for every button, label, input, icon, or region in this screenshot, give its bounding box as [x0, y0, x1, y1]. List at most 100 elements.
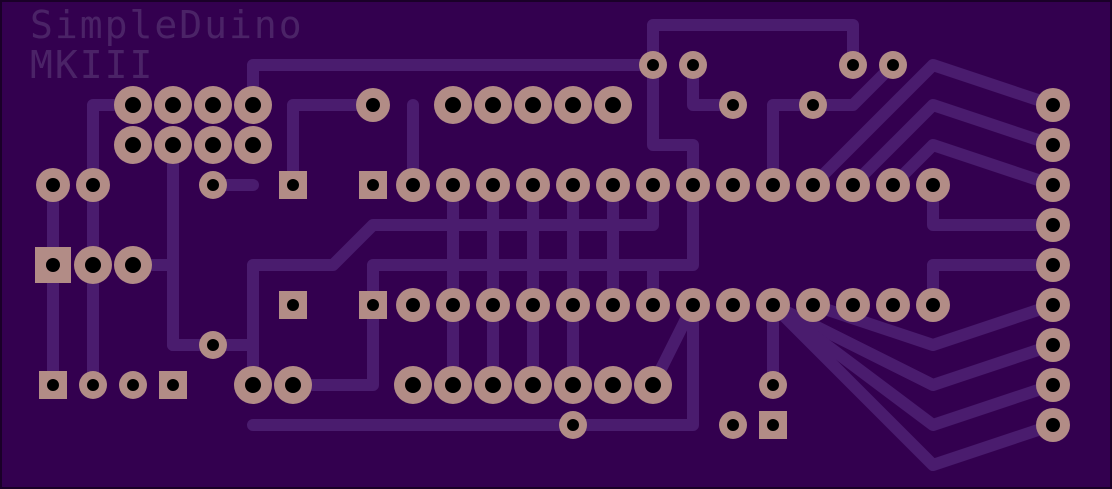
copper-traces — [47, 19, 1059, 471]
round-pad — [476, 168, 510, 202]
round-pad — [676, 168, 710, 202]
square-pad — [279, 291, 307, 319]
drill-hole — [46, 258, 60, 272]
round-pad — [756, 168, 790, 202]
round-pad — [36, 168, 70, 202]
round-pad — [514, 86, 552, 124]
drill-hole — [646, 298, 660, 312]
drill-hole — [727, 419, 739, 431]
drill-hole — [846, 178, 860, 192]
round-pad — [396, 288, 430, 322]
round-pad — [434, 86, 472, 124]
round-pad — [594, 366, 632, 404]
drill-hole — [686, 178, 700, 192]
round-pad — [434, 366, 472, 404]
copper-trace — [767, 299, 1059, 471]
round-pad — [719, 91, 747, 119]
drill-hole — [1046, 98, 1060, 112]
round-pad — [1036, 288, 1070, 322]
drill-hole — [207, 179, 219, 191]
round-pad — [119, 371, 147, 399]
round-pad — [594, 86, 632, 124]
round-pad — [234, 126, 272, 164]
drill-hole — [565, 377, 581, 393]
drill-hole — [726, 298, 740, 312]
drill-hole — [86, 178, 100, 192]
round-pad — [596, 168, 630, 202]
drill-hole — [567, 419, 579, 431]
round-pad — [634, 366, 672, 404]
round-pad — [234, 86, 272, 124]
round-pad — [836, 168, 870, 202]
round-pad — [474, 86, 512, 124]
drill-hole — [646, 178, 660, 192]
drill-hole — [1046, 418, 1060, 432]
round-pad — [114, 246, 152, 284]
drill-hole — [1046, 178, 1060, 192]
copper-trace — [647, 19, 859, 71]
silkscreen-title: SimpleDuino — [30, 3, 304, 47]
round-pad — [1036, 128, 1070, 162]
drill-hole — [806, 298, 820, 312]
round-pad — [199, 331, 227, 359]
drill-hole — [85, 257, 101, 273]
drill-hole — [165, 97, 181, 113]
drill-hole — [767, 419, 779, 431]
round-pad — [1036, 408, 1070, 442]
square-pad — [359, 291, 387, 319]
drill-hole — [125, 257, 141, 273]
square-pad — [39, 371, 67, 399]
round-pad — [836, 288, 870, 322]
drill-hole — [846, 298, 860, 312]
silkscreen-subtitle: MKIII — [30, 43, 154, 87]
drill-hole — [647, 59, 659, 71]
drill-hole — [605, 97, 621, 113]
drill-hole — [1046, 138, 1060, 152]
drill-hole — [366, 98, 380, 112]
round-pad — [636, 168, 670, 202]
round-pad — [756, 288, 790, 322]
round-pad — [876, 288, 910, 322]
round-pad — [436, 168, 470, 202]
round-pad — [916, 168, 950, 202]
round-pad — [516, 168, 550, 202]
round-pad — [274, 366, 312, 404]
round-pad — [676, 288, 710, 322]
drill-hole — [207, 339, 219, 351]
square-pad — [159, 371, 187, 399]
square-pad — [279, 171, 307, 199]
drill-hole — [367, 179, 379, 191]
drill-hole — [205, 137, 221, 153]
drill-hole — [766, 178, 780, 192]
drill-hole — [1046, 258, 1060, 272]
drill-hole — [167, 379, 179, 391]
round-pad — [716, 168, 750, 202]
drill-hole — [1046, 218, 1060, 232]
drill-hole — [806, 178, 820, 192]
round-pad — [516, 288, 550, 322]
round-pad — [79, 371, 107, 399]
round-pad — [1036, 248, 1070, 282]
drill-hole — [1046, 338, 1060, 352]
drill-hole — [367, 299, 379, 311]
drill-hole — [285, 377, 301, 393]
drill-hole — [566, 178, 580, 192]
copper-trace — [247, 179, 659, 391]
drill-hole — [727, 99, 739, 111]
round-pad — [559, 411, 587, 439]
drill-hole — [886, 298, 900, 312]
drill-hole — [446, 178, 460, 192]
round-pad — [876, 168, 910, 202]
round-pad — [76, 168, 110, 202]
round-pad — [199, 171, 227, 199]
round-pad — [639, 51, 667, 79]
round-pad — [1036, 168, 1070, 202]
drill-hole — [847, 59, 859, 71]
drill-hole — [485, 377, 501, 393]
drill-hole — [566, 298, 580, 312]
drill-hole — [606, 178, 620, 192]
round-pad — [556, 168, 590, 202]
round-pad — [114, 126, 152, 164]
round-pad — [1036, 328, 1070, 362]
